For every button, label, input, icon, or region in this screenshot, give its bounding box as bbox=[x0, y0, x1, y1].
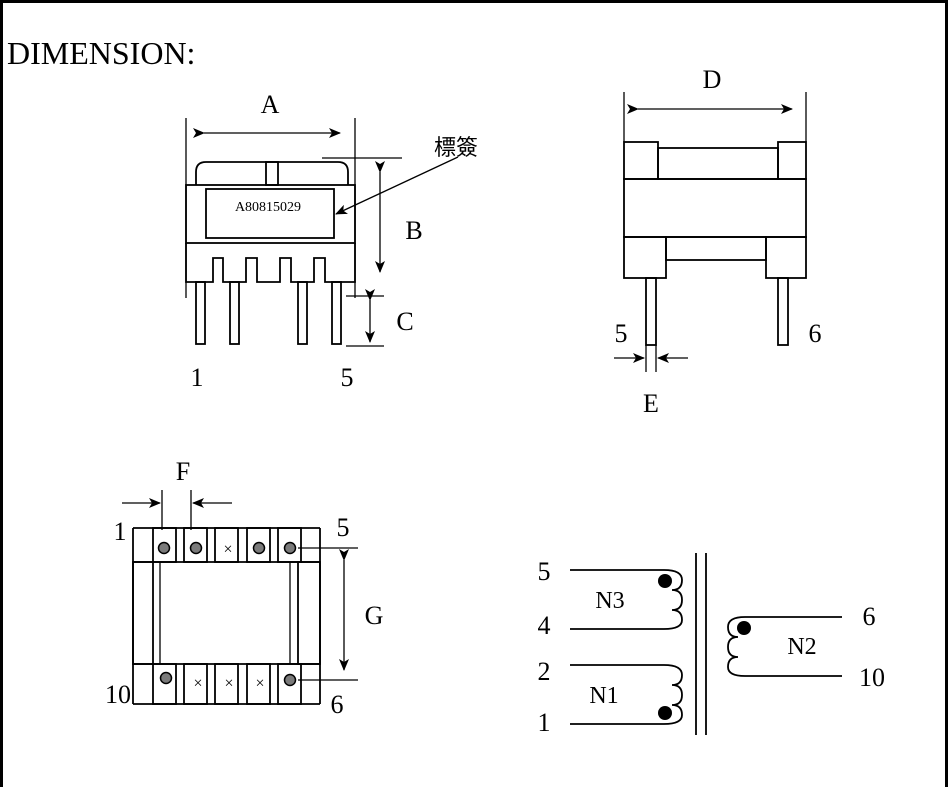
no-pin-mark-bottom-4: × bbox=[255, 675, 264, 692]
bottom-pin-label-5: 5 bbox=[337, 513, 350, 542]
bottom-pin-label-6: 6 bbox=[331, 690, 344, 719]
schematic-pin-5: 5 bbox=[538, 557, 551, 586]
dimension-label-e: E bbox=[643, 389, 659, 418]
schematic-pin-4: 4 bbox=[538, 611, 551, 640]
page-title: DIMENSION: bbox=[7, 35, 195, 71]
winding-label-n2: N2 bbox=[787, 634, 816, 660]
bottom-view: F × × × × bbox=[105, 457, 383, 719]
front-pin-label-1: 1 bbox=[191, 363, 204, 392]
dimension-label-a: A bbox=[261, 90, 280, 119]
side-view: D E 5 6 bbox=[614, 65, 822, 418]
front-view: A A80815029 標簽 B C 1 5 bbox=[185, 90, 478, 392]
bottom-pin-label-10: 10 bbox=[105, 680, 131, 709]
front-pin-label-5: 5 bbox=[341, 363, 354, 392]
side-pin-label-5: 5 bbox=[615, 319, 628, 348]
schematic-pin-2: 2 bbox=[538, 657, 551, 686]
dimension-label-g: G bbox=[365, 601, 384, 630]
bottom-pin-label-1: 1 bbox=[114, 517, 127, 546]
side-pin-label-6: 6 bbox=[809, 319, 822, 348]
dimension-label-c: C bbox=[396, 307, 413, 336]
tag-label: 標簽 bbox=[434, 135, 478, 160]
winding-label-n1: N1 bbox=[589, 683, 618, 709]
dimension-label-b: B bbox=[405, 216, 422, 245]
schematic-pin-1: 1 bbox=[538, 708, 551, 737]
dimension-label-d: D bbox=[703, 65, 722, 94]
schematic-pin-6: 6 bbox=[863, 602, 876, 631]
part-number-label: A80815029 bbox=[235, 200, 301, 215]
no-pin-mark-top-3: × bbox=[223, 541, 232, 558]
winding-schematic: N3 5 4 N1 2 1 N2 6 10 bbox=[538, 553, 885, 737]
no-pin-mark-bottom-3: × bbox=[224, 675, 233, 692]
no-pin-mark-bottom-2: × bbox=[193, 675, 202, 692]
dimension-label-f: F bbox=[176, 457, 190, 486]
winding-label-n3: N3 bbox=[595, 588, 624, 614]
schematic-pin-10: 10 bbox=[859, 663, 885, 692]
